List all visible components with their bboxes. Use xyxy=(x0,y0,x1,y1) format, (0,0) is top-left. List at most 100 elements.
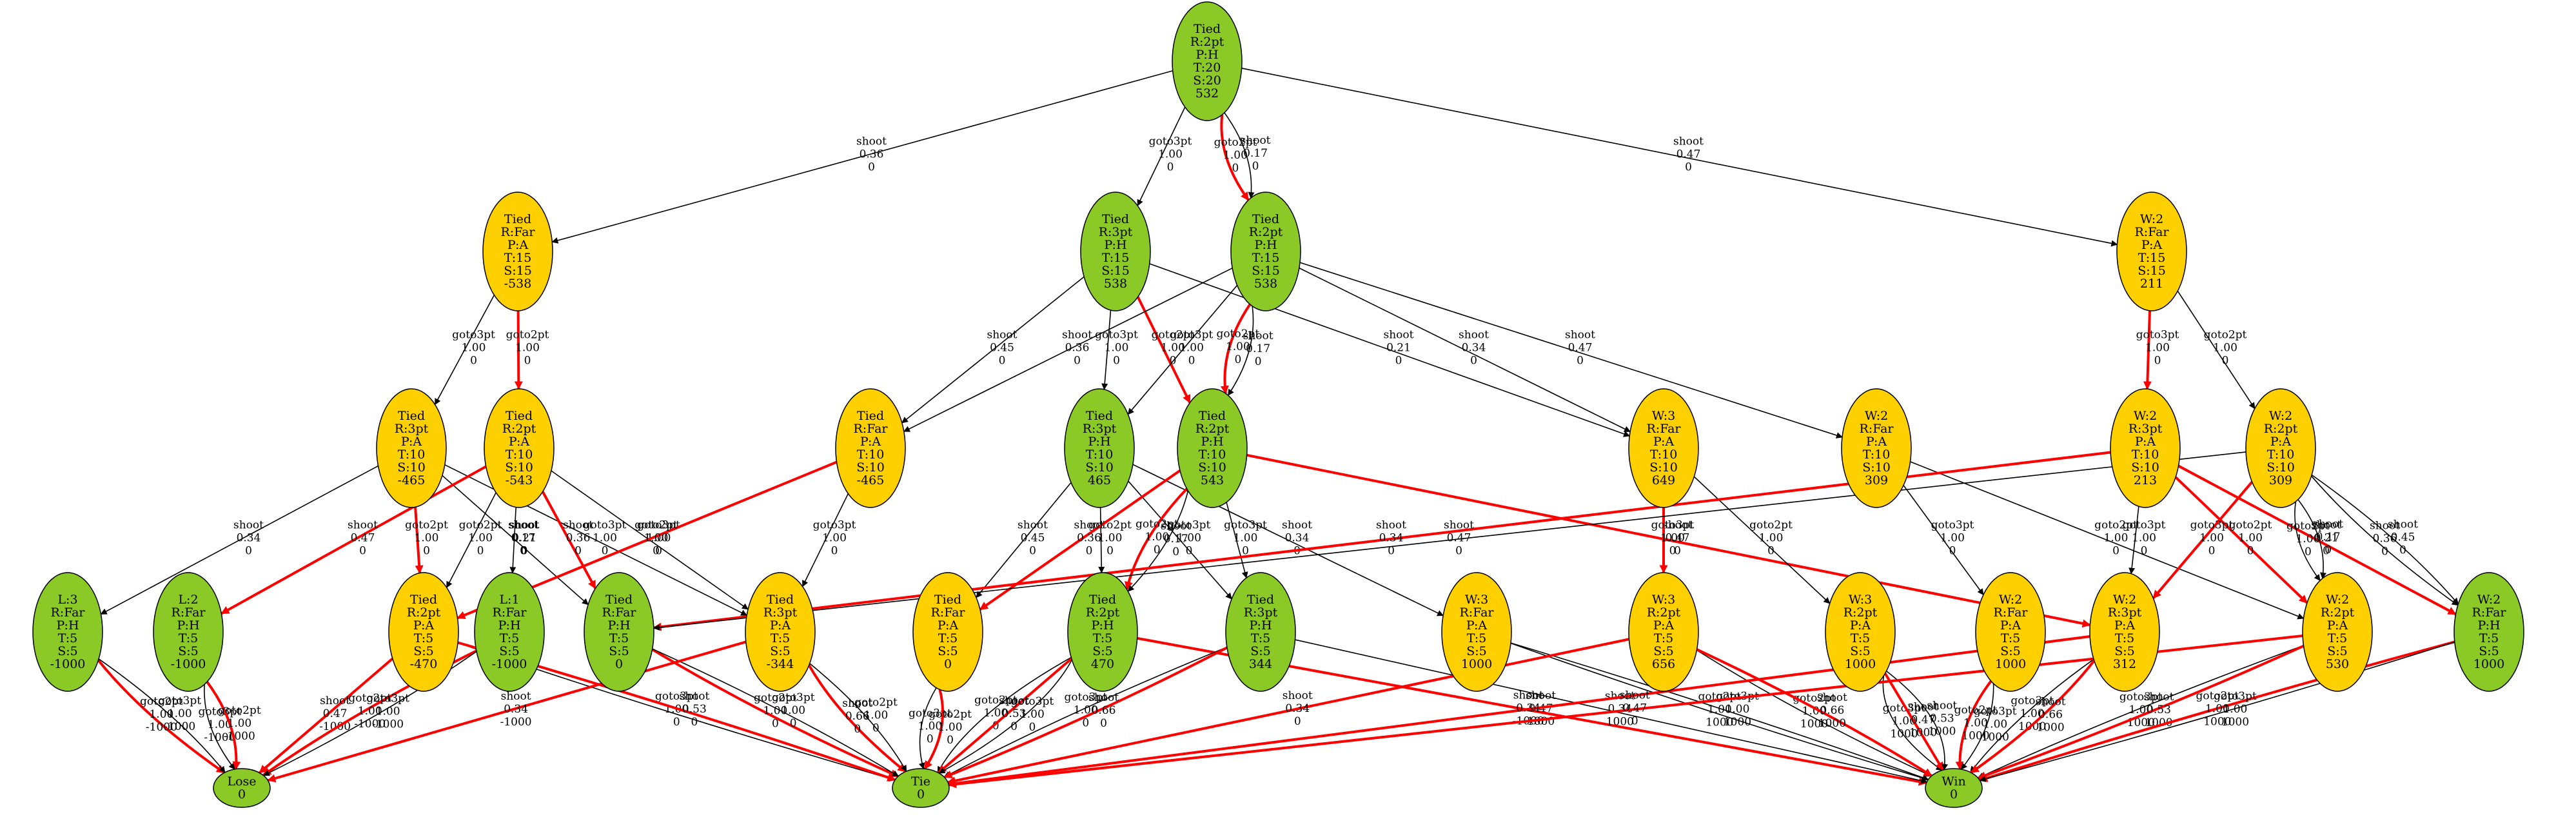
edge-line xyxy=(809,663,907,773)
edge-label-line: 0 xyxy=(1086,545,1093,558)
edge-line xyxy=(267,640,747,783)
node-label-line: S:15 xyxy=(504,264,532,278)
edge-line xyxy=(1883,673,1945,771)
edge-line xyxy=(653,451,2247,631)
node-label-line: 0 xyxy=(615,657,623,671)
node-label-line: S:10 xyxy=(1085,460,1114,475)
edge-label-line: 0 xyxy=(1074,355,1081,368)
node-label-line: R:2pt xyxy=(1647,605,1681,620)
node-label-line: T:15 xyxy=(1252,251,1280,265)
node-label-line: Tied xyxy=(767,593,794,607)
edge-label-line: shoot xyxy=(1088,691,1119,704)
edge-label-line: goto3pt xyxy=(1095,329,1138,342)
edge-label-line: goto2pt xyxy=(974,694,1018,707)
edge-label-line: shoot xyxy=(1384,329,1414,342)
edge-label-line: 0 xyxy=(1388,545,1395,558)
edge-label-line: goto3pt xyxy=(2011,694,2054,707)
edge-label-line: 1000 xyxy=(1909,726,1937,739)
edge-label-line: shoot xyxy=(2143,691,2174,704)
edge-label-line: goto2pt xyxy=(929,708,972,721)
node-ellipse xyxy=(1825,572,1896,692)
node-label-line: -1000 xyxy=(171,657,206,671)
node-ellipse xyxy=(474,572,545,692)
edge-label-line: 0.34 xyxy=(504,703,528,716)
node-label-line: 0 xyxy=(917,787,925,802)
edge-line xyxy=(1693,476,1831,604)
node-label-line: R:3pt xyxy=(1244,605,1278,620)
edge-label-line: goto3pt xyxy=(2136,329,2179,342)
node-label-line: T:5 xyxy=(2001,631,2021,645)
edge-label-line: goto3pt xyxy=(158,694,201,707)
edge-label-line: shoot xyxy=(508,519,538,532)
edge-label-line: goto2pt xyxy=(459,519,502,532)
edge-label-line: 0 xyxy=(1234,353,1241,366)
node-label-line: P:H xyxy=(1201,435,1223,449)
edge-line xyxy=(923,689,944,770)
edge-label-line: shoot xyxy=(1283,689,1313,702)
edge-line xyxy=(1910,461,2305,620)
edge-label-line: 0 xyxy=(1029,545,1036,558)
node-ellipse xyxy=(1841,388,1912,508)
edge-label-line: 1.00 xyxy=(918,720,942,733)
edge-line xyxy=(1510,642,1929,781)
node-ellipse xyxy=(1177,388,1248,508)
edge-label-line: shoot xyxy=(1459,329,1489,342)
node-label-line: R:Far xyxy=(2134,225,2169,239)
edge-line xyxy=(1299,262,1843,438)
node-label-line: R:2pt xyxy=(407,605,441,620)
edge-line xyxy=(979,469,1181,611)
edge-label-line: 0 xyxy=(359,545,366,558)
node-label-line: P:A xyxy=(1653,435,1675,449)
edge-label-line: goto3pt xyxy=(2214,690,2257,703)
edge-line xyxy=(1098,507,1105,574)
edge-label-line: 0 xyxy=(1167,161,1174,174)
node-label-line: T:5 xyxy=(1654,631,1674,645)
edge-label-line: 1.00 xyxy=(358,705,382,718)
edge-label-line: goto2pt xyxy=(1217,328,1260,340)
node-label-line: P:A xyxy=(2135,435,2156,449)
edge-label-line: goto3pt xyxy=(1651,519,1695,532)
edge-label-line: 0 xyxy=(2141,545,2148,558)
edge-label-line: goto2pt xyxy=(2204,329,2247,342)
edge-label-line: 0 xyxy=(1154,544,1161,556)
edge-label-line: 0 xyxy=(1685,161,1692,174)
node-label-line: 211 xyxy=(2140,277,2163,291)
edge-label-line: 0 xyxy=(470,355,477,368)
node-label-line: 538 xyxy=(1104,277,1127,291)
node-label-line: S:5 xyxy=(938,644,958,658)
node-label-line: P:H xyxy=(1254,238,1277,252)
node-label-line: Tied xyxy=(934,593,961,607)
node-label-line: R:Far xyxy=(2472,605,2506,620)
